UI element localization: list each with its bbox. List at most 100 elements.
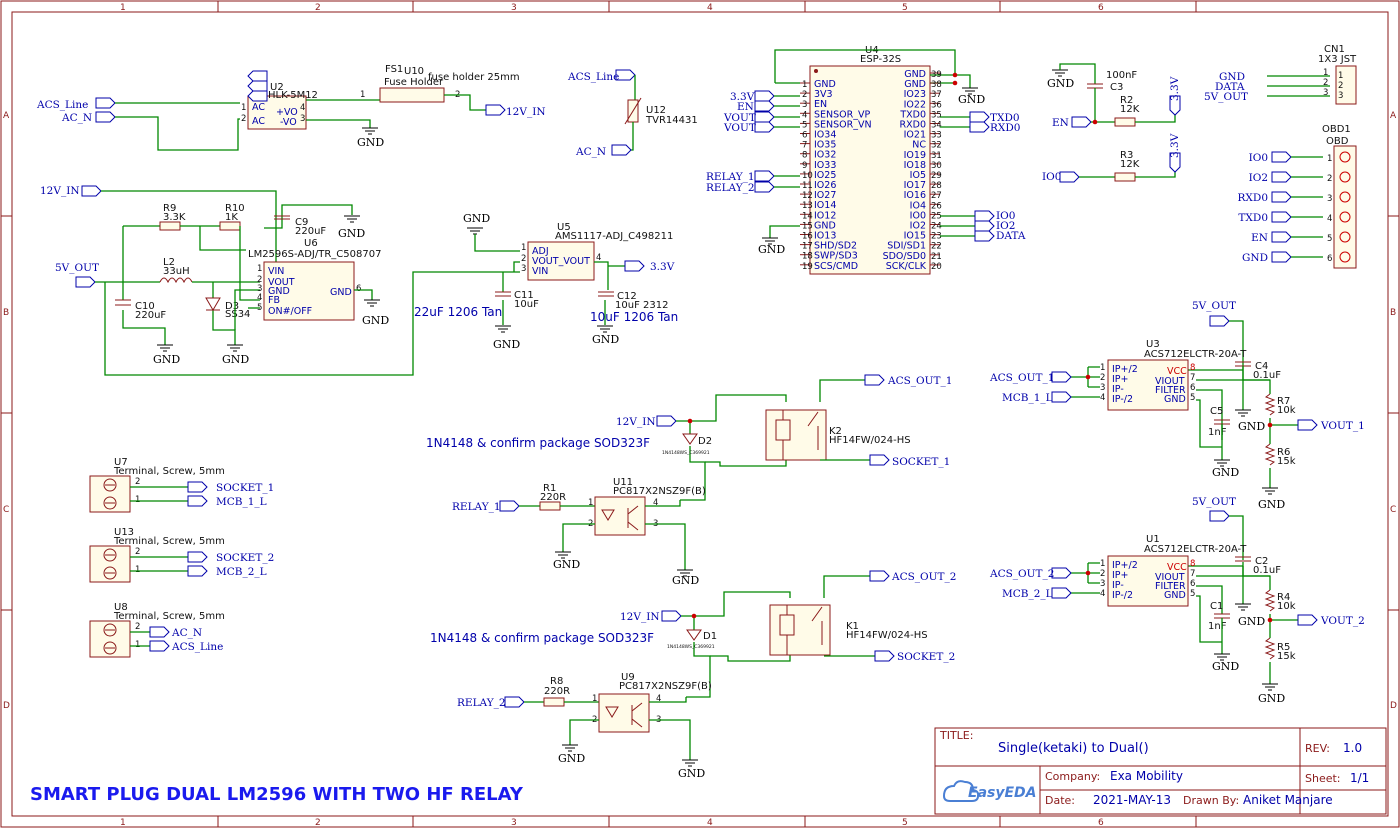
svg-text:R7: R7 <box>1277 396 1290 407</box>
svg-text:VIOUT: VIOUT <box>1155 376 1185 387</box>
svg-text:GND: GND <box>592 333 619 346</box>
svg-text:2021-MAY-13: 2021-MAY-13 <box>1093 793 1171 807</box>
obd-net-label: GND <box>1242 252 1268 264</box>
esp-left-pin-number: 9 <box>802 161 807 171</box>
svg-text:GND: GND <box>357 136 384 149</box>
k1-relay-section[interactable]: 1N4148 & confirm package SOD323F 12V_IN … <box>430 570 956 698</box>
esp-right-pin-label: GND <box>904 69 926 80</box>
svg-text:IP-: IP- <box>1112 580 1124 591</box>
svg-text:D2: D2 <box>698 436 712 447</box>
u12-varistor[interactable]: ACS_Line AC_N U12 TVR14431 <box>567 69 698 158</box>
svg-text:0.1uF: 0.1uF <box>1253 370 1281 381</box>
svg-text:-VO: -VO <box>280 117 297 128</box>
u8-terminal[interactable]: U8 Terminal, Screw, 5mm 21 AC_N ACS_Line <box>89 602 225 658</box>
svg-text:Terminal, Screw, 5mm: Terminal, Screw, 5mm <box>113 466 225 477</box>
svg-text:B: B <box>1390 308 1396 318</box>
svg-text:C: C <box>1390 505 1396 515</box>
svg-text:VIN: VIN <box>268 266 284 277</box>
esp-right-pin-label: IO19 <box>904 150 926 161</box>
svg-text:GND: GND <box>1219 71 1245 83</box>
svg-text:3: 3 <box>511 3 517 13</box>
svg-text:Drawn By:: Drawn By: <box>1183 794 1239 807</box>
en-io0-pullups[interactable]: GND 100nF C3 EN R2 12K 3.3V IO0 R3 12K 3… <box>1042 63 1181 183</box>
svg-text:1N4148WS_C369921: 1N4148WS_C369921 <box>662 450 710 456</box>
obd-pin-number: 4 <box>1327 214 1332 224</box>
svg-text:4: 4 <box>596 253 601 263</box>
esp-left-pin-number: 1 <box>802 80 807 90</box>
obd-net-flag <box>1271 151 1292 163</box>
svg-text:GND: GND <box>1258 692 1285 705</box>
svg-text:VOUT_1: VOUT_1 <box>1320 420 1365 432</box>
svg-text:C11: C11 <box>514 290 534 301</box>
svg-text:R3: R3 <box>1120 150 1133 161</box>
svg-text:12V_IN: 12V_IN <box>616 416 656 428</box>
svg-text:220R: 220R <box>540 492 566 503</box>
u9-optocoupler-section[interactable]: RELAY_2 R8 220R U9 PC817X2NSZ9F(B) 12 43… <box>457 672 712 780</box>
svg-text:GND: GND <box>1164 590 1186 601</box>
svg-text:Sheet:: Sheet: <box>1305 772 1341 785</box>
u11-optocoupler-section[interactable]: RELAY_1 R1 220R U11 PC817X2NSZ9F(B) 12 4… <box>452 477 706 587</box>
u2-hlk-block[interactable]: ACS_Line AC_N U2 HLK-5M12 AC AC +VO -VO … <box>36 82 384 151</box>
svg-text:2: 2 <box>315 3 321 13</box>
esp-left-pin-label: SWP/SD3 <box>814 251 858 262</box>
svg-text:2: 2 <box>135 477 140 487</box>
svg-text:ON#/OFF: ON#/OFF <box>268 306 312 317</box>
svg-text:A: A <box>3 111 10 121</box>
svg-text:C: C <box>3 505 9 515</box>
svg-text:2: 2 <box>521 254 526 264</box>
u7-terminal[interactable]: U7 Terminal, Screw, 5mm 21 SOCKET_1 MCB_… <box>89 457 274 513</box>
svg-text:Fuse Holder: Fuse Holder <box>384 77 444 88</box>
grid-labels: 1 2 3 4 5 6 1 2 3 4 5 6 A B C D A B C D <box>3 3 1397 828</box>
svg-text:3.3V: 3.3V <box>1169 76 1181 101</box>
svg-text:AMS1117-ADJ_C498211: AMS1117-ADJ_C498211 <box>555 231 673 242</box>
u13-terminal[interactable]: U13 Terminal, Screw, 5mm 21 SOCKET_2 MCB… <box>89 527 274 583</box>
u3-acs712-section[interactable]: 5V_OUT C4 0.1uF GND U3 ACS712ELCTR-20A-T… <box>989 300 1365 511</box>
svg-text:2: 2 <box>1100 373 1105 383</box>
lm2596-buck-section[interactable]: 12V_IN R9 3.3K R10 1K C9 220uF GND 5V_OU… <box>40 185 520 376</box>
svg-text:VIN: VIN <box>532 266 548 277</box>
esp-right-pin-number: 23 <box>931 232 942 242</box>
svg-text:DATA: DATA <box>996 230 1026 242</box>
svg-text:OBD1: OBD1 <box>1322 124 1351 135</box>
esp-right-pin-number: 37 <box>931 90 942 100</box>
svg-text:3: 3 <box>511 818 517 828</box>
u4-esp32-module[interactable]: U4 ESP-32S GND GND13V32EN3SENSOR_VP4SENS… <box>706 45 1026 275</box>
svg-text:3.3V: 3.3V <box>650 261 675 273</box>
svg-text:Terminal, Screw, 5mm: Terminal, Screw, 5mm <box>113 611 225 622</box>
svg-text:R2: R2 <box>1120 95 1133 106</box>
u5-ams1117-section[interactable]: GND U5 AMS1117-ADJ_C498211 ADJ VOUT_VOUT… <box>414 212 678 351</box>
esp-left-pin-number: 17 <box>802 242 813 252</box>
svg-text:1: 1 <box>135 640 140 650</box>
svg-text:4: 4 <box>257 293 262 303</box>
svg-text:VOUT_2: VOUT_2 <box>1320 615 1365 627</box>
svg-text:ADJ: ADJ <box>532 246 549 257</box>
svg-text:FB: FB <box>268 295 280 306</box>
svg-text:6: 6 <box>1190 579 1195 589</box>
svg-text:EN: EN <box>737 101 754 113</box>
svg-text:GND: GND <box>558 752 585 765</box>
svg-text:IP-/2: IP-/2 <box>1112 590 1133 601</box>
svg-text:R1: R1 <box>543 483 556 494</box>
svg-text:2: 2 <box>241 114 246 124</box>
svg-text:FS1: FS1 <box>385 64 403 75</box>
svg-text:GND: GND <box>463 212 490 225</box>
k2-relay-section[interactable]: 1N4148 & confirm package SOD323F 12V_IN … <box>426 374 952 501</box>
svg-text:1N4148 & confirm package SOD32: 1N4148 & confirm package SOD323F <box>430 631 654 645</box>
svg-text:3: 3 <box>521 264 526 274</box>
svg-text:3.3V: 3.3V <box>730 91 755 103</box>
svg-text:3: 3 <box>1100 579 1105 589</box>
svg-text:220R: 220R <box>544 686 570 697</box>
svg-text:15k: 15k <box>1277 456 1296 467</box>
cn1-jst-connector[interactable]: CN1 1X3 JST 123 123 GND DATA 5V_OUT <box>247 44 1357 105</box>
esp-left-pin-label: EN <box>814 99 827 110</box>
svg-text:U3: U3 <box>1146 339 1160 350</box>
svg-text:IP-: IP- <box>1112 384 1124 395</box>
svg-text:5V_OUT: 5V_OUT <box>1192 496 1236 508</box>
svg-text:VOUT: VOUT <box>723 122 756 134</box>
fs1-fuse-holder[interactable]: FS1 U10 Fuse Holder fuse holder 25mm 1 2… <box>360 64 546 118</box>
esp-right-pin-number: 38 <box>931 80 942 90</box>
u1-acs712-section[interactable]: 5V_OUT C2 0.1uF GND U1 ACS712ELCTR-20A-T… <box>989 496 1365 705</box>
esp-right-pin-label: IO18 <box>904 160 926 171</box>
svg-text:AC: AC <box>252 102 265 113</box>
